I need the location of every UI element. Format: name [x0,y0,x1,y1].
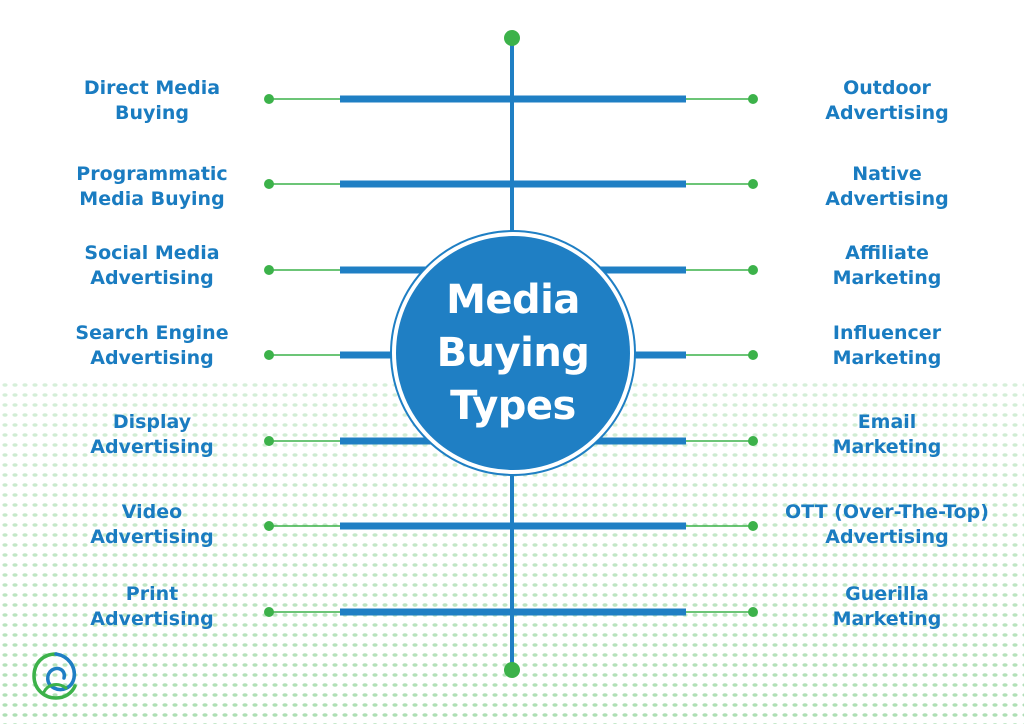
spine-top-dot [504,30,520,46]
spine-bottom-dot [504,662,520,678]
left-item-line2: Advertising [90,436,214,458]
left-item-programmatic-media-buying: Programmatic Media Buying [42,162,262,212]
left-end-dot [264,350,274,360]
center-title-line2: Buying [436,329,590,376]
center-title: Media Buying Types [396,236,630,470]
left-end-dot [264,265,274,275]
left-item-line2: Buying [114,102,190,124]
right-item-line2: Marketing [832,436,942,458]
left-item-display-advertising: Display Advertising [42,410,262,460]
left-item-print-advertising: Print Advertising [42,582,262,632]
left-item-line2: Advertising [90,608,214,630]
right-item-line2: Advertising [825,188,949,210]
right-item-line2: Advertising [825,526,949,548]
left-item-line1: Programmatic [76,163,228,185]
right-item-line1: Native [852,163,922,185]
right-item-line2: Marketing [832,608,942,630]
left-end-dot [264,179,274,189]
right-item-influencer-marketing: Influencer Marketing [777,321,997,371]
left-item-line2: Media Buying [79,188,225,210]
right-end-dot [748,436,758,446]
center-title-line1: Media [446,276,580,323]
left-end-dot [264,436,274,446]
left-item-line2: Advertising [90,526,214,548]
left-item-video-advertising: Video Advertising [42,500,262,550]
center-circle [396,236,630,470]
right-end-dot [748,94,758,104]
leaf-swirl-logo-icon [32,652,77,700]
left-item-line1: Print [125,583,179,605]
center-title-line3: Types [450,382,576,429]
left-item-line2: Advertising [90,267,214,289]
right-item-line1: OTT (Over-The-Top) [785,501,989,523]
left-end-dot [264,94,274,104]
left-item-social-media-advertising: Social Media Advertising [42,241,262,291]
right-item-affiliate-marketing: Affiliate Marketing [777,241,997,291]
right-item-line1: Outdoor [843,77,931,99]
left-item-line1: Display [112,411,192,433]
right-item-ott-advertising: OTT (Over-The-Top) Advertising [777,500,997,550]
left-item-line1: Video [121,501,183,523]
right-item-line2: Marketing [832,347,942,369]
right-item-native-advertising: Native Advertising [777,162,997,212]
right-item-line2: Marketing [832,267,942,289]
right-item-outdoor-advertising: Outdoor Advertising [777,76,997,126]
right-item-guerilla-marketing: Guerilla Marketing [777,582,997,632]
right-end-dot [748,607,758,617]
right-end-dot [748,350,758,360]
right-item-email-marketing: Email Marketing [777,410,997,460]
left-item-line2: Advertising [90,347,214,369]
left-item-direct-media-buying: Direct Media Buying [42,76,262,126]
right-item-line1: Email [857,411,917,433]
right-end-dot [748,521,758,531]
right-end-dot [748,179,758,189]
left-item-line1: Direct Media [83,77,221,99]
right-item-line1: Guerilla [845,583,929,605]
left-end-dot [264,521,274,531]
left-end-dot [264,607,274,617]
right-end-dot [748,265,758,275]
right-item-line1: Affiliate [845,242,929,264]
left-item-search-engine-advertising: Search Engine Advertising [42,321,262,371]
left-item-line1: Social Media [84,242,220,264]
right-item-line2: Advertising [825,102,949,124]
right-item-line1: Influencer [832,322,942,344]
left-item-line1: Search Engine [75,322,229,344]
